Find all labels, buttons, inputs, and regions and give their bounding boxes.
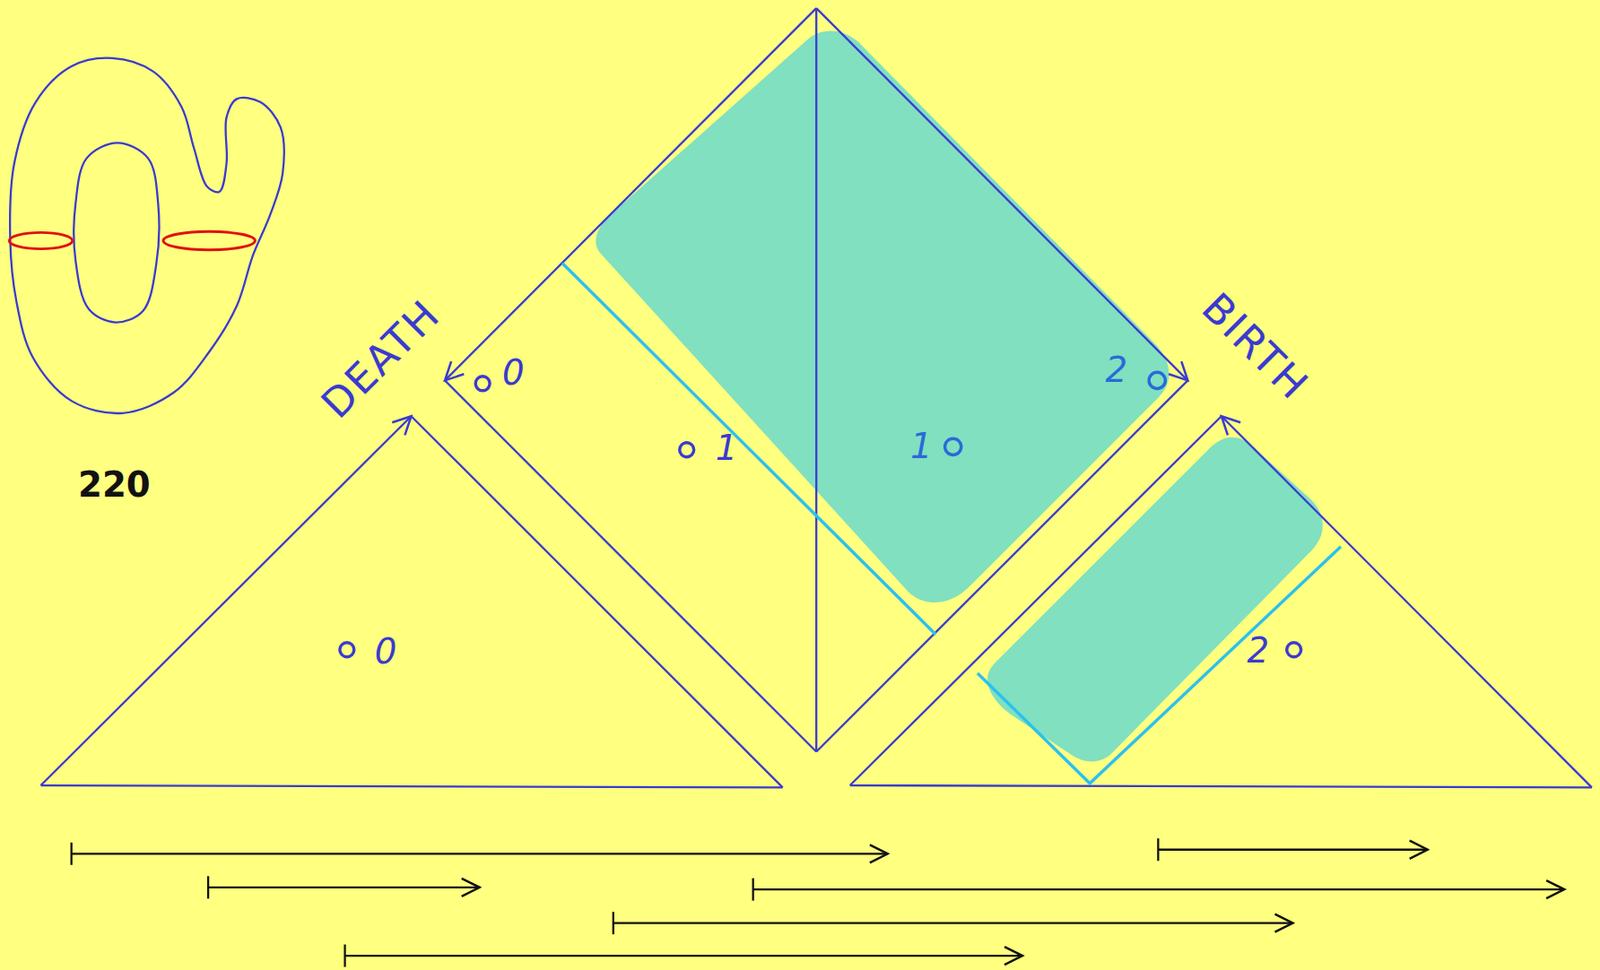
boundary-line: [562, 263, 1341, 784]
triangle: [850, 416, 1592, 788]
cut-circle: [8, 232, 73, 249]
triangle: [41, 416, 783, 788]
point-label: 2: [1247, 634, 1270, 670]
surface-sketch: [9, 58, 285, 414]
point-label: 2: [1104, 353, 1128, 389]
surface-outline: [9, 58, 285, 414]
cut-circle: [163, 231, 255, 250]
bar: [1157, 849, 1427, 852]
barcode: [71, 838, 1566, 967]
bar: [71, 852, 888, 855]
triangle: [444, 8, 1188, 752]
region: [595, 30, 1169, 603]
bar: [753, 888, 1566, 891]
point-label: 0: [374, 634, 398, 670]
point-label: 0: [502, 356, 525, 392]
axis-label: BIRTH: [1194, 286, 1316, 409]
axis-label: DEATH: [314, 293, 448, 427]
point-label: 1: [910, 429, 933, 465]
bar: [613, 922, 1294, 925]
bar: [345, 955, 1023, 957]
point-label: 1: [715, 431, 739, 467]
figure-number: 220: [78, 468, 151, 504]
bar: [208, 886, 480, 889]
surface-outline: [73, 142, 159, 322]
point: [339, 372, 1302, 657]
